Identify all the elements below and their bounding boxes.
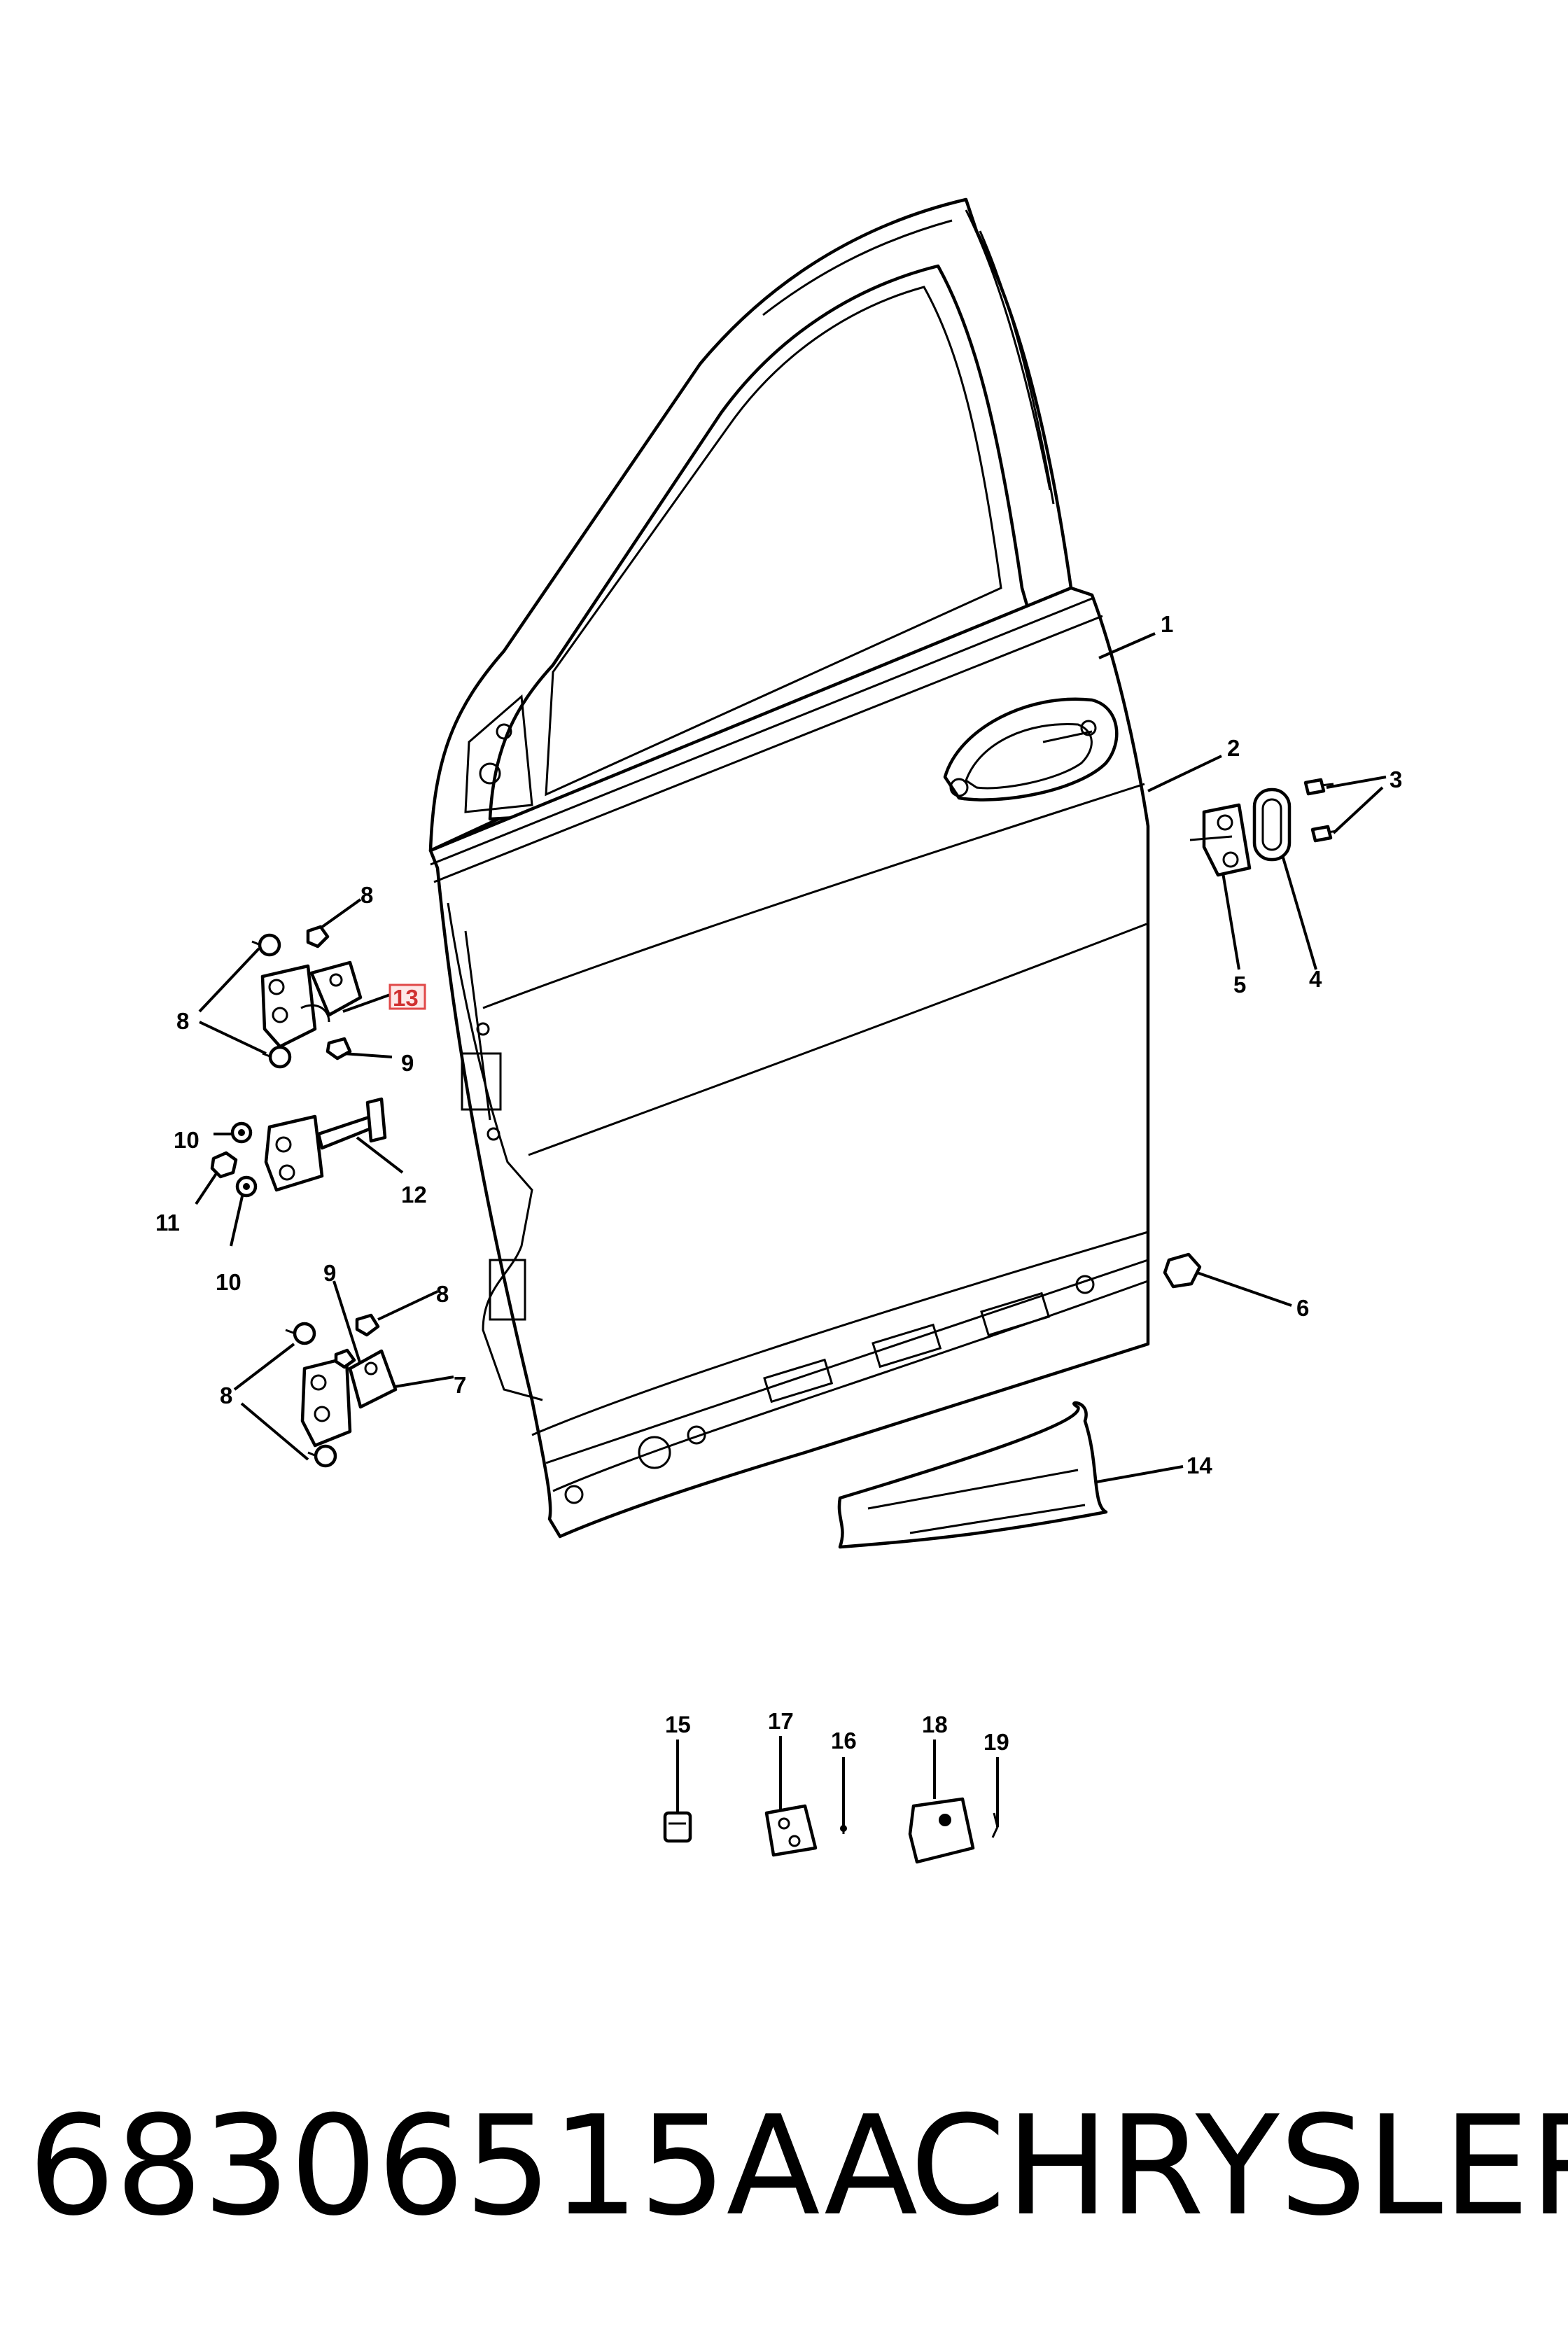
hinge-bolt — [251, 925, 352, 1069]
callout-1: 1 — [1161, 611, 1173, 637]
callout-15: 15 — [665, 1712, 691, 1737]
callout-4: 4 — [1309, 966, 1322, 992]
pin — [840, 1816, 847, 1834]
part-number: 68306515AA — [28, 2087, 918, 2246]
bracket — [764, 1804, 818, 1857]
callout-5: 5 — [1233, 972, 1246, 997]
nuts — [210, 1121, 258, 1198]
callout-9: 9 — [401, 1050, 414, 1076]
plug — [1163, 1252, 1202, 1289]
striker-seal — [1252, 788, 1292, 862]
callout-18: 18 — [922, 1712, 948, 1737]
callout-19: 19 — [983, 1729, 1009, 1755]
leader-lines — [195, 632, 1387, 1827]
pad — [908, 1797, 975, 1864]
front-door-shell — [428, 197, 1150, 1539]
callout-7: 7 — [454, 1372, 466, 1398]
door-check — [264, 1097, 387, 1192]
callout-17: 17 — [768, 1708, 794, 1734]
clip — [991, 1812, 999, 1838]
striker-screws — [1303, 778, 1338, 843]
callout-13: 13 — [393, 985, 419, 1011]
callout-8: 8 — [220, 1382, 232, 1408]
callout-3: 3 — [1390, 766, 1402, 792]
callout-9: 9 — [323, 1260, 336, 1286]
callout-13-highlight — [388, 983, 426, 1010]
callout-10: 10 — [216, 1269, 241, 1295]
upper-hinge — [260, 960, 363, 1049]
callout-16: 16 — [831, 1728, 857, 1754]
callout-14: 14 — [1186, 1452, 1212, 1478]
striker — [1189, 803, 1252, 877]
callout-labels: 1 2 3 4 5 6 7 8 8 8 8 9 9 10 10 11 12 13… — [155, 611, 1402, 1755]
protective-tape — [837, 1401, 1108, 1549]
brand-name: CHRYSLER — [910, 2087, 1568, 2246]
part-caption: 68306515AA CHRYSLER — [0, 2090, 1568, 2244]
callout-11: 11 — [155, 1210, 180, 1236]
callout-2: 2 — [1227, 735, 1240, 761]
callout-8: 8 — [176, 1008, 189, 1034]
callout-10: 10 — [174, 1127, 200, 1153]
callout-8: 8 — [436, 1281, 449, 1307]
callout-12: 12 — [401, 1182, 427, 1208]
push-nut — [663, 1811, 692, 1843]
callout-8: 8 — [360, 882, 373, 908]
lower-bolts — [285, 1313, 380, 1468]
callout-6: 6 — [1296, 1295, 1309, 1321]
